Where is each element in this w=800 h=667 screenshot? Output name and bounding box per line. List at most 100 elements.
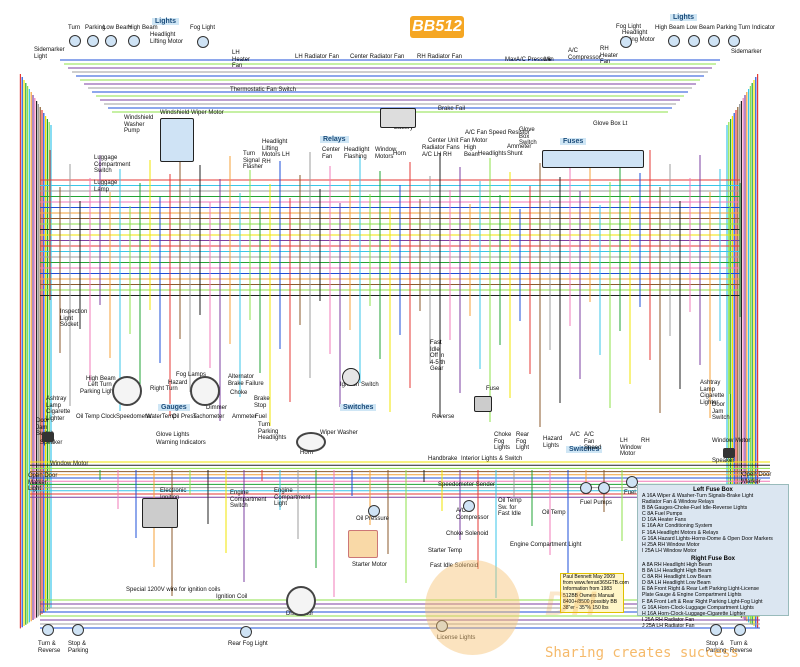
info-rows-row: 8400+/8500 possibly BB xyxy=(563,598,618,605)
lights-tag-right: Lights xyxy=(670,14,697,21)
label-ac-pressure: A/C Pressure xyxy=(516,57,552,63)
label-warning-indicators: Warning Indicators xyxy=(156,440,206,446)
label-fast-idle: Fast Idle Off in 4-5 th Gear xyxy=(430,340,446,372)
wiper-motor-icon xyxy=(160,118,194,162)
speaker-left-icon xyxy=(42,432,54,442)
legend-right_rows-row: A 8A RH Headlight High Beam xyxy=(642,561,713,568)
label-brake-failure: Brake Failure xyxy=(228,381,264,387)
legend-right_rows-row: H 16A Horn-Clock-Luggage-Cigarette Light… xyxy=(642,610,746,617)
label-brake-stop: Brake Stop xyxy=(254,396,270,409)
label-starter-temp: Starter Temp xyxy=(428,548,463,554)
label-right-turn: Right Turn xyxy=(150,386,178,392)
label-choke-solenoid: Choke Solenoid xyxy=(446,531,489,537)
label-headlight-lifting-motor-left: Headlight Lifting Motor xyxy=(150,32,184,45)
label-ignition-coil: Ignition Coil xyxy=(216,594,248,600)
label-fog-lamps: Fog Lamps xyxy=(176,372,207,378)
label-window-motors: Window Motors xyxy=(375,147,397,160)
label-sidemarker-right: Sidemarker xyxy=(731,49,762,55)
label-max: Max xyxy=(505,57,517,63)
label-brake-fail: Brake Fail xyxy=(438,106,466,112)
label-speaker-right: Speaker xyxy=(712,458,735,464)
legend-right_rows-row: C 8A RH Headlight Low Beam xyxy=(642,574,712,581)
label-ammeter-shunt: Ammeter Shunt xyxy=(507,144,532,157)
label-engine-compartment-light: Engine Compartment Light xyxy=(274,488,311,507)
label-headlight-lifting-motor-right: Headlight Lifting Motor xyxy=(622,30,656,43)
label-alternator: Alternator xyxy=(228,374,255,380)
label-open-door-marker-left: Open Door Marker Light xyxy=(28,473,58,492)
label-high-beam: High Beam xyxy=(128,25,158,31)
label-ac-compressor-top: A/C Compressor xyxy=(568,48,601,61)
legend-right_rows-row: Plate Gauge & Engine Compartment Lights xyxy=(642,592,742,599)
rear-right-turn-lamp-icon xyxy=(734,624,746,636)
label-speedometer-sender: Speedometer Sender xyxy=(438,482,496,488)
fuel-pump-b-icon xyxy=(580,482,592,494)
legend-right_rows-row: F 8A Front Left & Rear Right Parking Lig… xyxy=(642,598,763,605)
gauges-tag: Gauges xyxy=(158,404,190,411)
label-hazard-lights: Hazard Lights xyxy=(543,436,563,449)
legend-left-title: Left Fuse Box xyxy=(693,487,733,493)
label-horn: Horn xyxy=(393,151,407,157)
label-luggage-compartment-switch: Luggage Compartment Switch xyxy=(94,155,131,174)
label-parking-lights: Parking Lights xyxy=(80,389,119,395)
legend-left_rows-row: Radiator Fan & Window Relays xyxy=(642,499,715,506)
legend-left_rows-row: D 16A Heater Fans xyxy=(642,517,687,524)
rh-parking-lamp-icon xyxy=(708,35,720,47)
label-oil-temp-sw: Oil Temp Sw. for Fast Idle xyxy=(498,498,522,517)
label-turn-parking-headlights: Turn Parking Headlights xyxy=(258,422,287,441)
fuse-box xyxy=(542,150,644,168)
fuse-icon xyxy=(474,396,492,412)
label-interior-lights-switch: Interior Lights & Switch xyxy=(461,456,523,462)
rh-low-beam-lamp-icon xyxy=(688,35,700,47)
horn-ring-icon xyxy=(296,432,326,452)
relays-tag: Relays xyxy=(320,136,349,143)
label-oil-press: Oil Press xyxy=(172,414,197,420)
label-parking: Parking xyxy=(85,25,106,31)
speaker-right-icon xyxy=(723,448,735,458)
label-turn-reverse-right: Turn & Reverse xyxy=(730,641,753,654)
label-rear-fog-light-bottom: Rear Fog Light xyxy=(228,641,268,647)
legend-left_rows-row: H 25A RH Window Motor xyxy=(642,541,700,548)
legend-right_rows-row: G 16A Horn-Clock-Luggage Compartment Lig… xyxy=(642,604,754,611)
label-choke: Choke xyxy=(230,390,248,396)
distributor-icon xyxy=(286,586,316,616)
label-high-beam-relay: High Beam xyxy=(464,145,480,158)
label-ac-fan-speed-resistor: A/C Fan Speed Resistor xyxy=(465,130,530,136)
label-ashtray-lamp-right: Ashtray Lamp Cigarette Lighter xyxy=(700,380,725,406)
label-window-motor-right: Window Motor xyxy=(712,438,751,444)
label-radiator-fans: Radiator Fans A/C LH RH xyxy=(422,145,460,158)
oil-pressure-icon xyxy=(368,505,380,517)
label-engine-compartment-light2: Engine Compartment Light xyxy=(510,542,582,548)
switches-tag-right: Switches xyxy=(566,446,603,453)
label-center-fan: Center Fan xyxy=(322,147,341,160)
legend-right_rows-row: B 8A LH Headlight High Beam xyxy=(642,568,712,575)
label-lh-window-motor: LH Window Motor xyxy=(620,438,642,457)
legend-left_rows-row: C 8A Fuel Pumps xyxy=(642,511,683,518)
legend-left_rows-row: A 16A Wiper & Washer-Turn Signals-Brake … xyxy=(642,493,754,499)
fuel-pump-a-icon xyxy=(598,482,610,494)
label-license-lights: License Lights xyxy=(437,635,476,641)
label-wiper-washer: Wiper Washer xyxy=(320,430,358,436)
label-clock: Clock xyxy=(101,414,117,420)
label-starter-motor: Starter Motor xyxy=(352,562,388,568)
rear-left-turn-lamp-icon xyxy=(42,624,54,636)
label-headlights-relay: Headlights xyxy=(478,151,507,157)
legend-left_rows-row: G 16A Hazard Lights-Horns-Dome & Open Do… xyxy=(642,535,773,542)
label-oil-pressure: Oil Pressure xyxy=(356,516,390,522)
label-ac-compressor-bottom: A/C Compressor xyxy=(456,508,489,521)
label-turn-signal-flasher: Turn Signal Flasher xyxy=(243,151,264,170)
label-headlight-lifting-motors: Headlight Lifting Motors LH RH xyxy=(262,139,290,165)
low-beam-lamp-icon xyxy=(105,35,117,47)
legend-right_rows-row: I 25A RH Radiator Fan xyxy=(642,616,695,623)
info-rows-row: from www.ferrari365GTB.com xyxy=(563,580,629,587)
label-windshield-wiper-motor: Windshield Wiper Motor xyxy=(160,110,224,116)
label-center-radiator-fan: Center Radiator Fan xyxy=(350,54,405,60)
label-windshield-washer-pump: Windshield Washer Pump xyxy=(124,115,154,134)
fuel-level-sender-icon xyxy=(626,476,638,488)
license-lamp-icon xyxy=(436,620,448,632)
label-glove-lights: Glove Lights xyxy=(156,432,190,438)
label-ignition-switch: Ignition Switch xyxy=(340,382,379,388)
label-fuel-pumps: Fuel Pumps xyxy=(580,500,613,506)
label-ac: A/C xyxy=(570,432,581,438)
watermark-caption: Sharing creates success xyxy=(545,645,739,661)
label-left-turn: Left Turn xyxy=(88,382,112,388)
